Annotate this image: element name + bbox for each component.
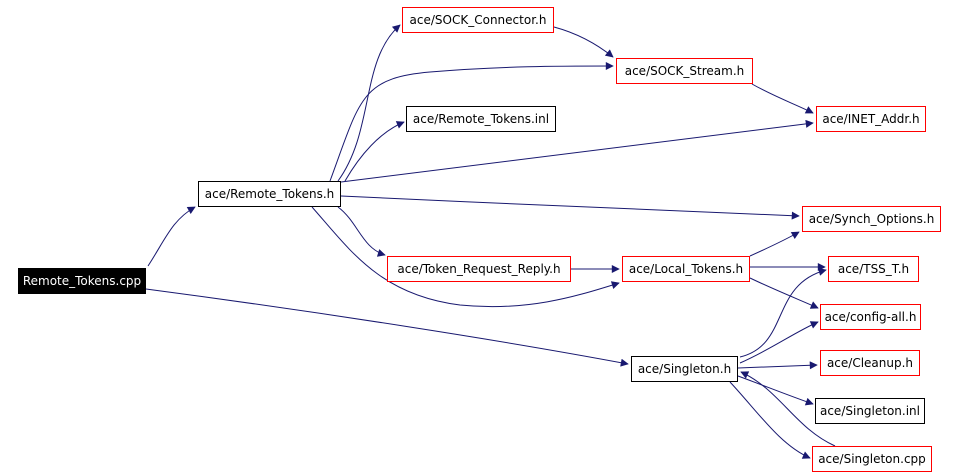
node-remote-tokens-inl[interactable]: ace/Remote_Tokens.inl: [406, 106, 556, 132]
edge-singleton-h-to-singleton-cpp: [729, 381, 811, 459]
edge-remote-tokens-h-to-token-request-reply-h: [337, 206, 386, 257]
node-cleanup-h[interactable]: ace/Cleanup.h: [820, 350, 920, 376]
node-local-tokens-h[interactable]: ace/Local_Tokens.h: [622, 256, 750, 282]
edge-remote-tokens-h-to-remote-tokens-inl: [344, 121, 405, 182]
edge-singleton-h-to-cleanup-h: [737, 361, 818, 370]
edge-root-to-remote-tokens-h: [147, 206, 196, 267]
edge-singleton-h-to-singleton-inl: [737, 375, 814, 406]
node-config-all-h[interactable]: ace/config-all.h: [820, 304, 921, 330]
node-singleton-inl[interactable]: ace/Singleton.inl: [815, 398, 925, 424]
node-tss-t-h[interactable]: ace/TSS_T.h: [828, 256, 919, 282]
edge-local-tokens-h-to-config-all-h: [749, 277, 819, 309]
edge-remote-tokens-h-to-inet-addr-h: [340, 119, 814, 183]
node-remote-tokens-h[interactable]: ace/Remote_Tokens.h: [198, 181, 341, 207]
edge-remote-tokens-h-to-sock-stream-h: [329, 62, 614, 182]
edge-singleton-cpp-to-singleton-h: [740, 371, 836, 447]
edge-sock-connector-h-to-sock-stream-h: [553, 26, 614, 58]
node-token-request-reply-h[interactable]: ace/Token_Request_Reply.h: [387, 256, 571, 282]
node-synch-options-h[interactable]: ace/Synch_Options.h: [802, 206, 941, 232]
edge-root-to-singleton-h: [145, 288, 629, 367]
node-singleton-cpp[interactable]: ace/Singleton.cpp: [812, 446, 932, 472]
edge-sock-stream-h-to-inet-addr-h: [751, 83, 814, 114]
edge-remote-tokens-h-to-synch-options-h: [340, 195, 800, 220]
edge-remote-tokens-h-to-sock-connector-h: [337, 24, 401, 182]
edge-remote-tokens-h-to-local-tokens-h: [311, 206, 620, 308]
edge-singleton-h-to-config-all-h: [739, 321, 819, 364]
node-sock-stream-h[interactable]: ace/SOCK_Stream.h: [616, 58, 753, 84]
edge-local-tokens-h-to-synch-options-h: [749, 231, 800, 257]
node-remote-tokens-cpp[interactable]: Remote_Tokens.cpp: [18, 268, 146, 294]
node-sock-connector-h[interactable]: ace/SOCK_Connector.h: [402, 7, 554, 33]
node-singleton-h[interactable]: ace/Singleton.h: [631, 356, 738, 382]
node-inet-addr-h[interactable]: ace/INET_Addr.h: [816, 106, 926, 132]
edge-singleton-h-to-tss-t-h: [739, 268, 827, 358]
